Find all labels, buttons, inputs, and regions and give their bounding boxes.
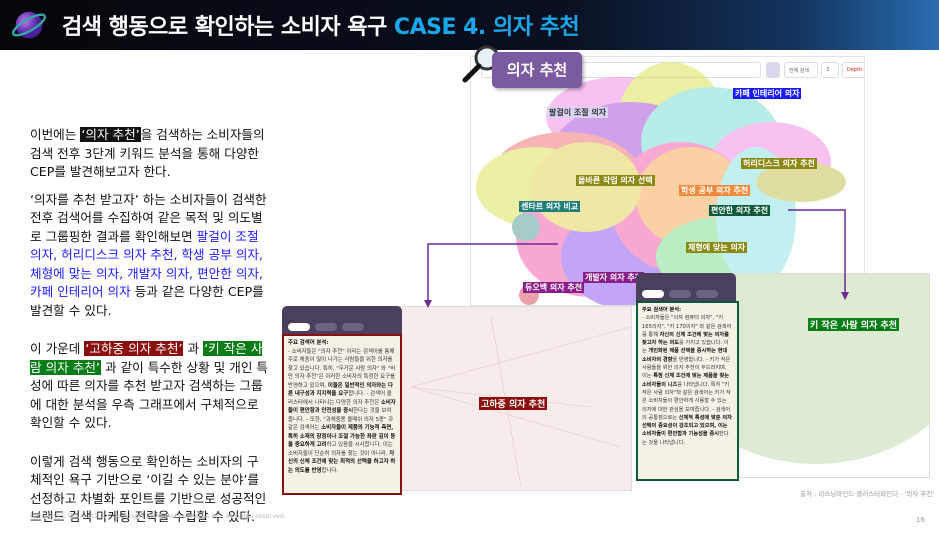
cep-list: 팔걸이 조절 의자, 허리디스크 의자 추천, 학생 공부 의자, 체형에 맞는…	[30, 228, 263, 300]
keyword-badge: 의자 추천	[492, 52, 582, 88]
cluster-label-short[interactable]: 키 작은 사람 의자 추천	[808, 318, 900, 331]
footer-copyright: 리스닝마인드 에이씨 리포트 | Copyright 2025. Ascent …	[30, 512, 287, 520]
bubble	[641, 87, 781, 197]
tab[interactable]	[342, 323, 364, 331]
paragraph-3: 이 가운데 ‘고하중 의자 추천’ 과 ‘키 작은 사람 의자 추천’ 과 같이…	[30, 341, 269, 430]
planet-icon	[11, 11, 47, 39]
bubble	[756, 162, 846, 202]
tab-cluster-analysis[interactable]	[288, 323, 310, 331]
cluster-label[interactable]: 학생 공부 의자 추천	[679, 185, 751, 196]
bubble	[531, 142, 641, 232]
highlight-heavy: ‘고하중 의자 추천’	[84, 341, 184, 356]
cluster-label[interactable]: 센타르 의자 비교	[519, 201, 581, 212]
short-cluster-graph[interactable]: 키 작은 사람 의자 추천	[725, 273, 930, 478]
paragraph-1: 이번에는 ‘의자 추천’을 검색하는 소비자들의 검색 전후 3단계 키워드 분…	[30, 127, 265, 179]
search-icon[interactable]	[766, 62, 780, 78]
tab[interactable]	[696, 290, 718, 298]
paragraph-4: 이렇게 검색 행동으로 확인하는 소비자의 구체적인 욕구 기반으로 ‘이길 수…	[30, 453, 267, 525]
page-number: 16	[916, 516, 925, 524]
bubble	[611, 142, 751, 272]
cluster-bubbles	[476, 62, 846, 305]
cluster-label[interactable]: 편안한 의자 추천	[709, 205, 771, 216]
legend: Depth	[842, 62, 864, 78]
bubble	[636, 147, 746, 247]
cluster-bubble	[726, 274, 929, 464]
tab-cluster-analysis[interactable]	[642, 290, 664, 298]
filter-select[interactable]: 전체 검색	[784, 62, 818, 78]
cluster-label[interactable]: 팔걸이 조절 의자	[547, 107, 609, 118]
paragraph-2: ‘의자를 추천 받고자’ 하는 소비자들이 검색한 전후 검색어를 수집하여 같…	[30, 191, 267, 318]
cluster-label-heavy[interactable]: 고하중 의자 추천	[479, 397, 548, 410]
tab[interactable]	[669, 290, 691, 298]
cluster-label[interactable]: 올바른 작업 의자 선택	[576, 175, 655, 186]
page-title: 검색 행동으로 확인하는 소비자 욕구 CASE 4. 의자 추천	[62, 15, 580, 40]
tab[interactable]	[315, 323, 337, 331]
description-text: 이번에는 ‘의자 추천’을 검색하는 소비자들의 검색 전후 3단계 키워드 분…	[30, 126, 270, 536]
depth-select[interactable]: 3	[821, 62, 839, 78]
cluster-label[interactable]: 허리디스크 의자 추천	[741, 158, 817, 169]
cluster-graph[interactable]: 전체 검색 3 Depth 팔걸이 조절 의자 카페 인테리어 의자 허리디스크…	[470, 56, 865, 306]
source-note: 출처 : 리스닝마인드 클러스터파인더 - '의자 추천'	[800, 490, 935, 498]
heavy-analysis-box: 주요 검색어 분석: - 소비자들은 "의자 추천" 이라는 검색어를 통해 주…	[282, 334, 402, 495]
bubble	[546, 102, 716, 232]
cluster-label[interactable]: 개발자 의자 추천	[583, 272, 645, 283]
cluster-label[interactable]: 카페 인테리어 의자	[733, 88, 802, 99]
bubble	[616, 62, 726, 192]
bubble	[491, 132, 641, 222]
cluster-label[interactable]: 체형에 맞는 의자	[686, 242, 748, 253]
case-label: CASE 4. 의자 추천	[393, 15, 580, 40]
cluster-label[interactable]: 듀오백 의자 추천	[523, 282, 585, 293]
bubble	[546, 77, 696, 157]
header-bar: 검색 행동으로 확인하는 소비자 욕구 CASE 4. 의자 추천	[0, 0, 939, 50]
bubble	[512, 213, 540, 241]
short-analysis-box: 주요 검색어 분석: - 소비자들은 "의자 컴퓨터 의자", "키 165의자…	[636, 301, 739, 481]
highlight-keyword: ‘의자 추천’	[80, 127, 141, 142]
